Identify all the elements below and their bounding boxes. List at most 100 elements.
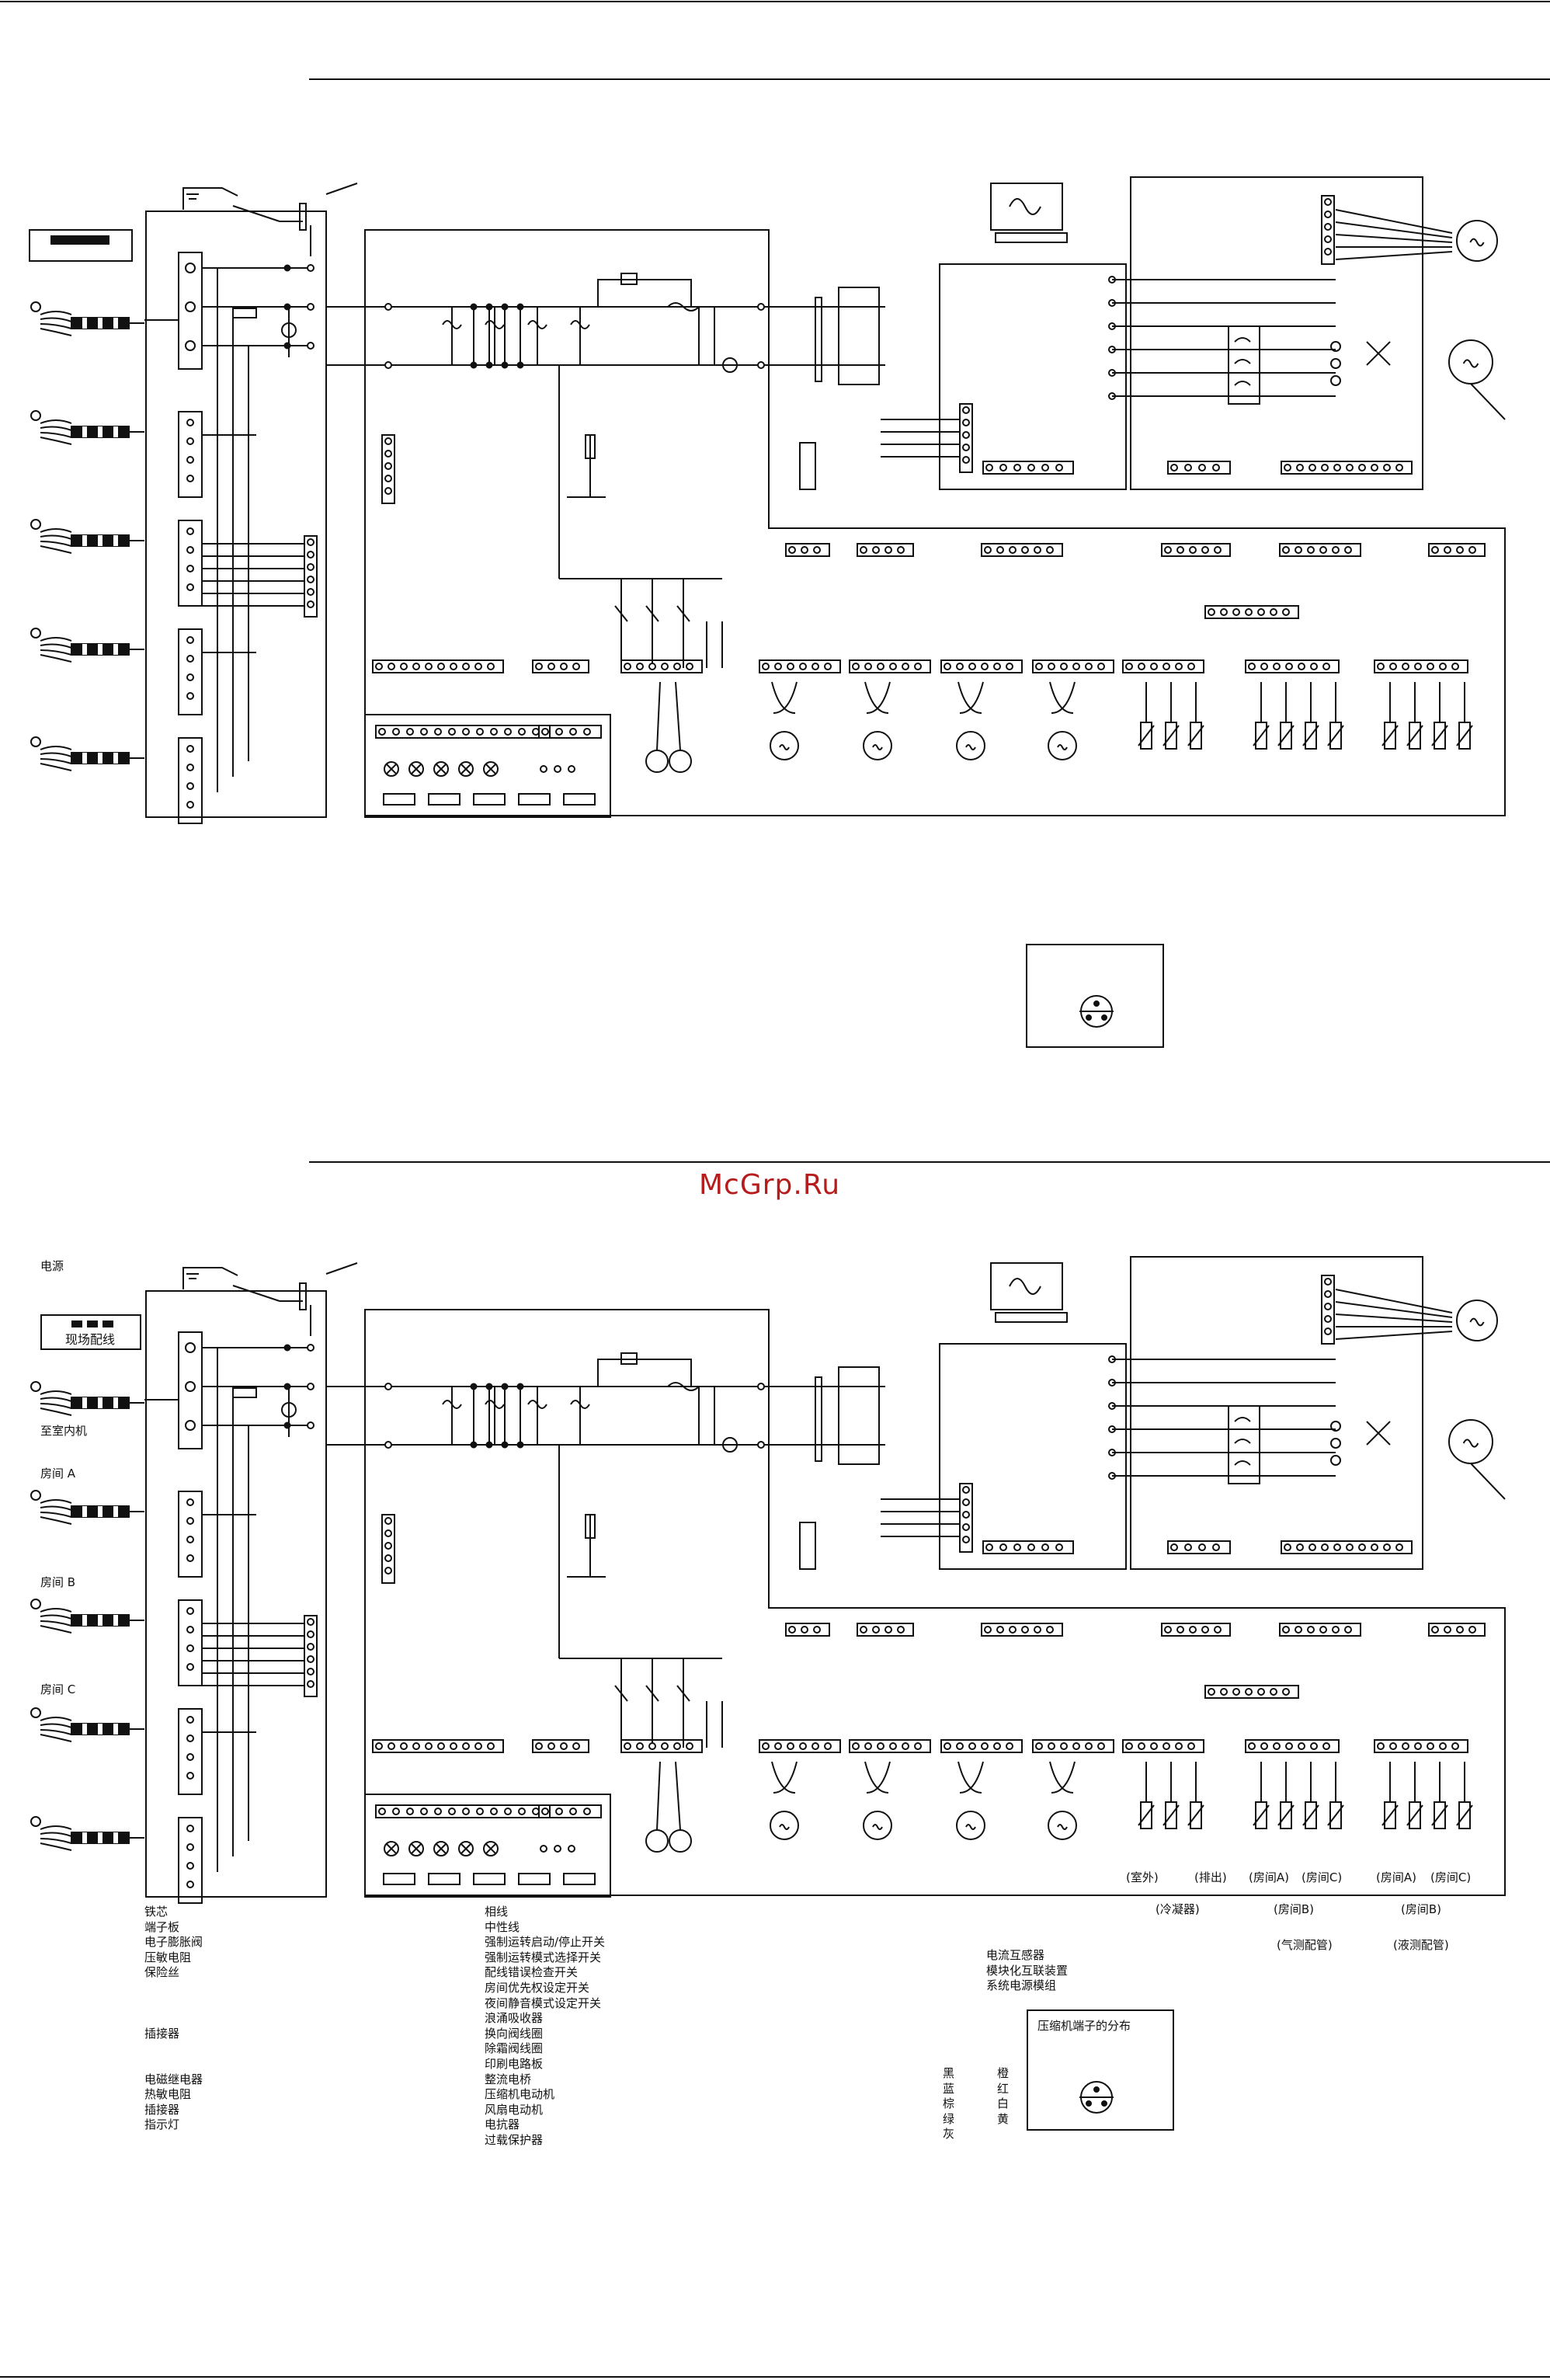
- thermistor-sensor: [1384, 722, 1396, 750]
- connector-g: [940, 659, 1023, 673]
- thermistor-sensor: [1165, 722, 1177, 750]
- compressor-terminal-title: 压缩机端子的分布: [1037, 2019, 1131, 2033]
- ground-icon: [30, 628, 41, 638]
- legend-item: 黑: [943, 2066, 955, 2080]
- relay-contact: [620, 1352, 638, 1365]
- connector-l: [785, 1623, 830, 1637]
- main-pcb-frame: [364, 229, 1506, 816]
- legend-item: 蓝: [943, 2081, 955, 2096]
- ground-icon: [30, 1381, 41, 1392]
- connector-c: [532, 659, 589, 673]
- thermistor-sensor: [1255, 722, 1267, 750]
- legend-item: 中性线: [485, 1919, 520, 1934]
- to-indoor-label: 至室内机: [40, 1424, 88, 1438]
- terminal-block-room: [178, 520, 203, 607]
- fuse-link: [299, 203, 307, 231]
- legend-col-4b: 橙红白黄: [997, 2066, 1009, 2127]
- legend-item: 夜间静音模式设定开关: [485, 1996, 602, 2010]
- legend-item: 插接器: [144, 2026, 180, 2041]
- inverter-pcb: [939, 1343, 1127, 1570]
- thermistor-sensor: [1434, 722, 1446, 750]
- fuse-link: [299, 1282, 307, 1310]
- overload-protector: [1366, 1421, 1391, 1446]
- connector-s: [1321, 195, 1335, 265]
- connector-j: [1245, 659, 1340, 673]
- ground-icon: [30, 1599, 41, 1609]
- switch-slot: [563, 793, 596, 806]
- connector-i: [1122, 1739, 1204, 1753]
- connector-w: [1281, 1540, 1413, 1554]
- power-module-pcb: [1130, 1256, 1423, 1570]
- connector-t: [959, 403, 973, 473]
- legend-item: 印刷电路板: [485, 2056, 544, 2071]
- indicator-led: [483, 1841, 499, 1856]
- connector-e: [759, 1739, 841, 1753]
- legend-item: 热敏电阻: [144, 2087, 192, 2102]
- connector-i: [1122, 659, 1204, 673]
- ground-icon: [30, 1707, 41, 1718]
- ground-icon: [30, 519, 41, 530]
- legend-item: 指示灯: [144, 2117, 180, 2132]
- connector-u: [982, 461, 1074, 475]
- legend-item: 换向阀线圈: [485, 2026, 544, 2041]
- legend-item: 过载保护器: [485, 2132, 544, 2147]
- rectifier-bridge: [838, 287, 880, 385]
- terminal-block-power: [178, 1331, 203, 1449]
- legend-item: [144, 1981, 203, 1996]
- connector-o: [1161, 1623, 1231, 1637]
- switch-slot: [428, 1873, 460, 1885]
- room-c-label: 房间 C: [40, 1682, 76, 1696]
- legend-item: 插接器: [144, 2102, 180, 2117]
- current-transformer: [990, 1262, 1063, 1310]
- legend-item: 端子板: [144, 1919, 180, 1934]
- connector-d: [620, 659, 703, 673]
- earth-wire: [182, 1267, 238, 1289]
- sensor-room-c-liq-label: (房间C): [1430, 1870, 1472, 1884]
- thermistor-sensor: [1384, 1801, 1396, 1829]
- compressor-terminal-box: 压缩机端子的分布: [1027, 2009, 1174, 2131]
- connector-rooms: [304, 535, 318, 618]
- connector-s: [1321, 1275, 1335, 1345]
- indicator-led: [408, 1841, 424, 1856]
- connector-l: [785, 543, 830, 557]
- field-wiring-label: 现场配线: [65, 1332, 116, 1347]
- indicator-led: [433, 1841, 449, 1856]
- overload-protector: [1366, 341, 1391, 366]
- legend-item: 风扇电动机: [485, 2102, 544, 2117]
- legend-item: 黄: [997, 2111, 1010, 2126]
- switch-slot: [428, 793, 460, 806]
- valve-motor: [1048, 1811, 1077, 1840]
- switch-slot: [473, 793, 506, 806]
- room-a-label: 房间 A: [40, 1467, 76, 1481]
- legend-item: 整流电桥: [485, 2072, 532, 2086]
- thermistor-sensor: [1458, 1801, 1471, 1829]
- reactor: [667, 302, 700, 311]
- earth-wire: [182, 187, 238, 210]
- switch-slot: [518, 793, 551, 806]
- legend-item: 保险丝: [144, 1965, 180, 1980]
- valve-motor: [956, 1811, 985, 1840]
- thermistor-sensor: [1329, 1801, 1342, 1829]
- switch-slot: [473, 1873, 506, 1885]
- sensor-room-a-gas-label: (房间A): [1249, 1870, 1289, 1884]
- connector-f: [849, 1739, 931, 1753]
- terminal-block-room: [178, 1817, 203, 1904]
- legend-item: [144, 2011, 203, 2027]
- legend-item: 系统电源模组: [986, 1978, 1057, 1993]
- connector-h: [1032, 659, 1114, 673]
- gas-pipe-label: (气测配管): [1277, 1938, 1333, 1952]
- connector-b: [372, 1739, 504, 1753]
- switch-slot: [383, 1873, 415, 1885]
- main-pcb-frame: [364, 1309, 1506, 1896]
- surge-absorber: [722, 357, 738, 373]
- sensor-room-a-liq-label: (房间A): [1376, 1870, 1416, 1884]
- switch-slot: [383, 793, 415, 806]
- ground-icon: [30, 1490, 41, 1501]
- connector-display-2: [538, 725, 602, 739]
- connector-n: [981, 543, 1063, 557]
- connector-p: [1279, 1623, 1361, 1637]
- connector-display-2: [538, 1804, 602, 1818]
- legend-item: 压缩机电动机: [485, 2087, 555, 2102]
- connector-v: [1167, 461, 1231, 475]
- indicator-led: [433, 761, 449, 777]
